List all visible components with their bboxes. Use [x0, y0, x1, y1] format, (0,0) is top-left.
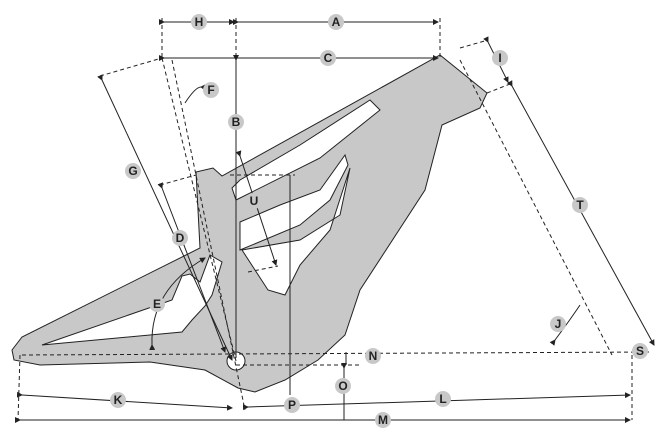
- label-M: M: [375, 412, 391, 428]
- label-N: N: [365, 348, 381, 364]
- svg-text:S: S: [636, 344, 644, 358]
- label-S: S: [632, 343, 648, 359]
- label-I: I: [492, 50, 508, 66]
- svg-text:F: F: [207, 83, 214, 97]
- label-G: G: [125, 163, 141, 179]
- svg-text:K: K: [114, 393, 123, 407]
- svg-text:P: P: [288, 398, 296, 412]
- svg-text:A: A: [332, 15, 341, 29]
- svg-text:G: G: [128, 164, 137, 178]
- svg-text:N: N: [369, 349, 378, 363]
- svg-text:J: J: [555, 317, 562, 331]
- label-A: A: [328, 14, 344, 30]
- label-T: T: [572, 197, 588, 213]
- svg-text:D: D: [176, 231, 185, 245]
- svg-text:I: I: [498, 51, 501, 65]
- label-O: O: [335, 378, 351, 394]
- svg-text:E: E: [153, 297, 161, 311]
- label-C: C: [320, 50, 336, 66]
- label-J: J: [550, 316, 566, 332]
- label-U: U: [246, 193, 262, 209]
- label-B: B: [228, 114, 244, 130]
- svg-text:T: T: [576, 198, 584, 212]
- svg-text:L: L: [439, 392, 446, 406]
- label-F: F: [203, 82, 219, 98]
- svg-text:U: U: [250, 194, 259, 208]
- svg-text:O: O: [338, 379, 347, 393]
- label-K: K: [110, 392, 126, 408]
- svg-text:C: C: [324, 51, 333, 65]
- svg-text:M: M: [378, 413, 388, 427]
- dimension-lines: [15, 19, 655, 423]
- label-P: P: [284, 397, 300, 413]
- label-E: E: [149, 296, 165, 312]
- label-L: L: [435, 391, 451, 407]
- label-H: H: [191, 14, 207, 30]
- svg-text:H: H: [195, 15, 204, 29]
- svg-text:B: B: [232, 115, 241, 129]
- label-D: D: [172, 230, 188, 246]
